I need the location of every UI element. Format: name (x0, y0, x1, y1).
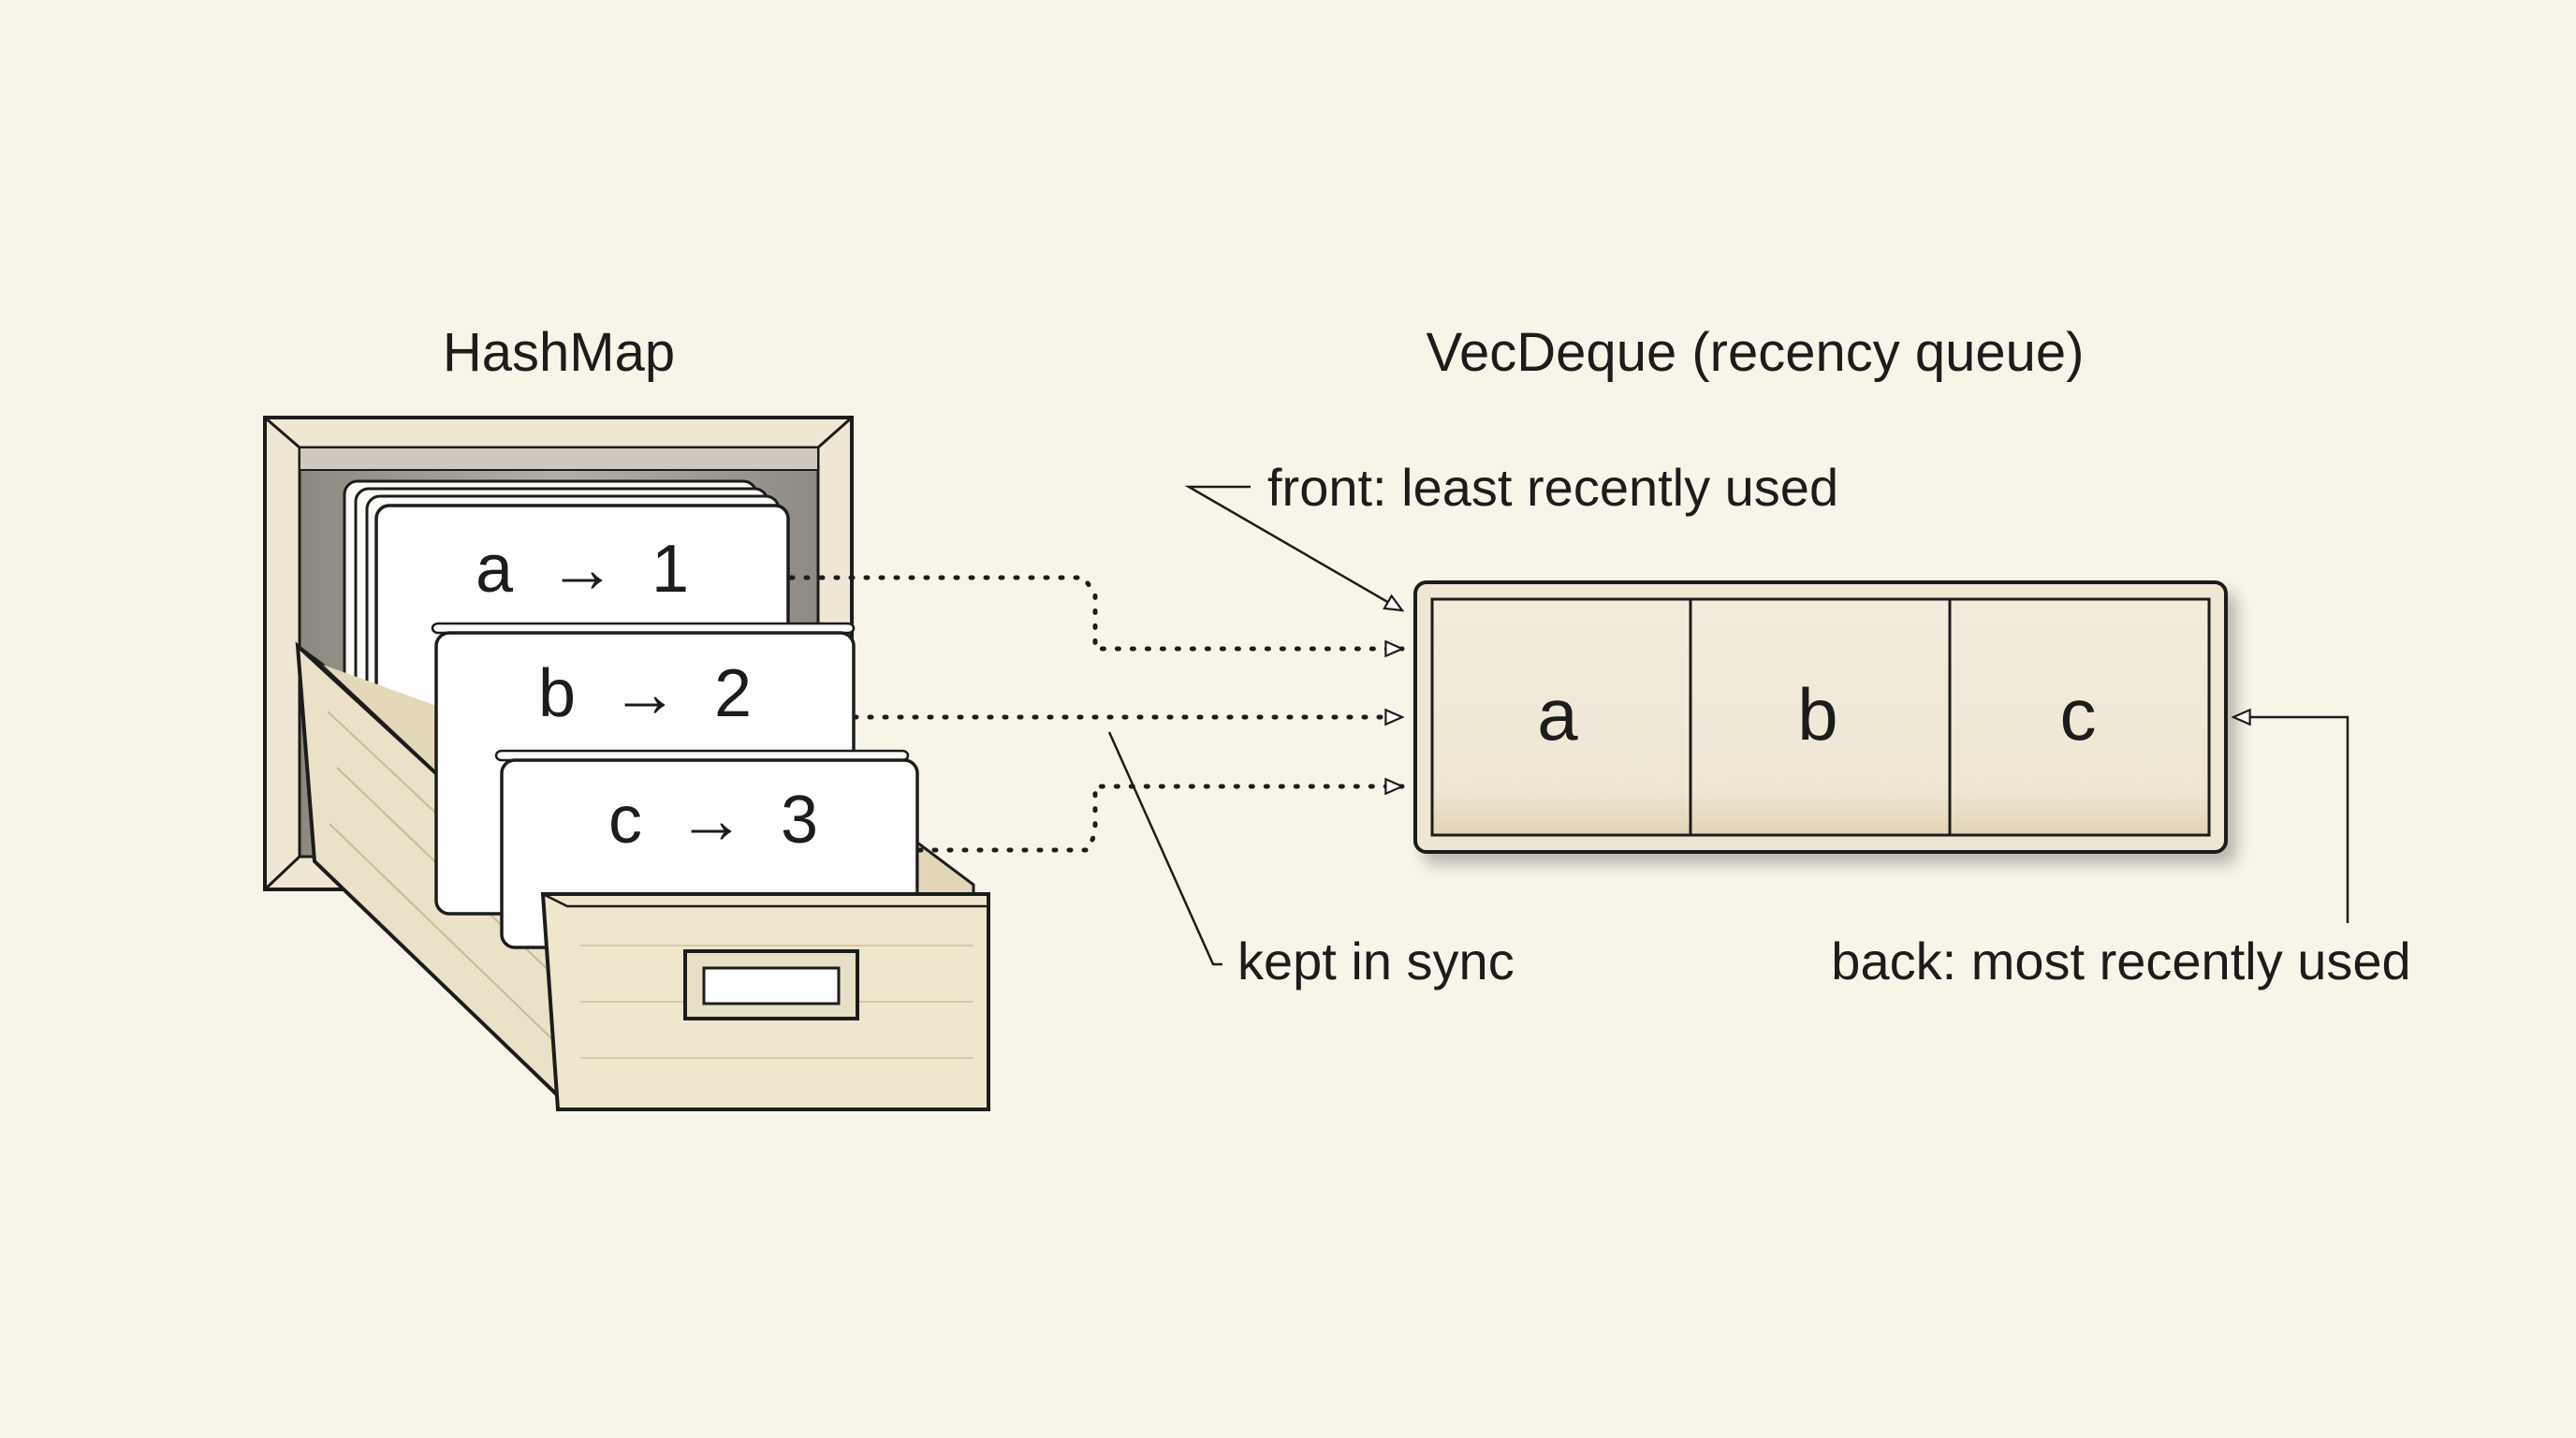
sync-label: kept in sync (1237, 932, 1515, 990)
front-label: front: least recently used (1267, 458, 1838, 517)
card-b-arrow: → (611, 656, 679, 731)
card-a-arrow: → (549, 532, 616, 607)
connector-c (916, 786, 1405, 853)
svg-text:c → 3: c → 3 (608, 783, 818, 858)
back-label: back: most recently used (1831, 932, 2410, 990)
sync-leader-line (1107, 731, 1222, 966)
deque-cell-2-label: c (2060, 673, 2097, 756)
hashmap-title: HashMap (443, 322, 675, 383)
deque-title: VecDeque (recency queue) (1427, 322, 2085, 383)
front-pointer (1184, 485, 1402, 610)
card-cabinet: a → 1 b → 2 c → (263, 416, 990, 1111)
card-b-value: 2 (714, 656, 752, 731)
card-a-key: a (476, 532, 514, 607)
vecdeque: a b c (1413, 580, 2228, 854)
svg-text:b → 2: b → 2 (538, 656, 752, 731)
card-c-value: 3 (781, 783, 818, 858)
deque-cell-0-label: a (1537, 673, 1578, 756)
svg-text:a → 1: a → 1 (476, 532, 689, 607)
deque-cell-1-label: b (1797, 673, 1837, 756)
connector-a (788, 575, 1405, 649)
back-pointer (2233, 717, 2349, 923)
card-c-arrow: → (678, 783, 745, 858)
card-b-key: b (538, 656, 576, 731)
card-c-key: c (608, 783, 642, 858)
drawer-front (540, 892, 990, 1111)
card-a-value: 1 (651, 532, 689, 607)
sync-connectors (788, 575, 1405, 853)
